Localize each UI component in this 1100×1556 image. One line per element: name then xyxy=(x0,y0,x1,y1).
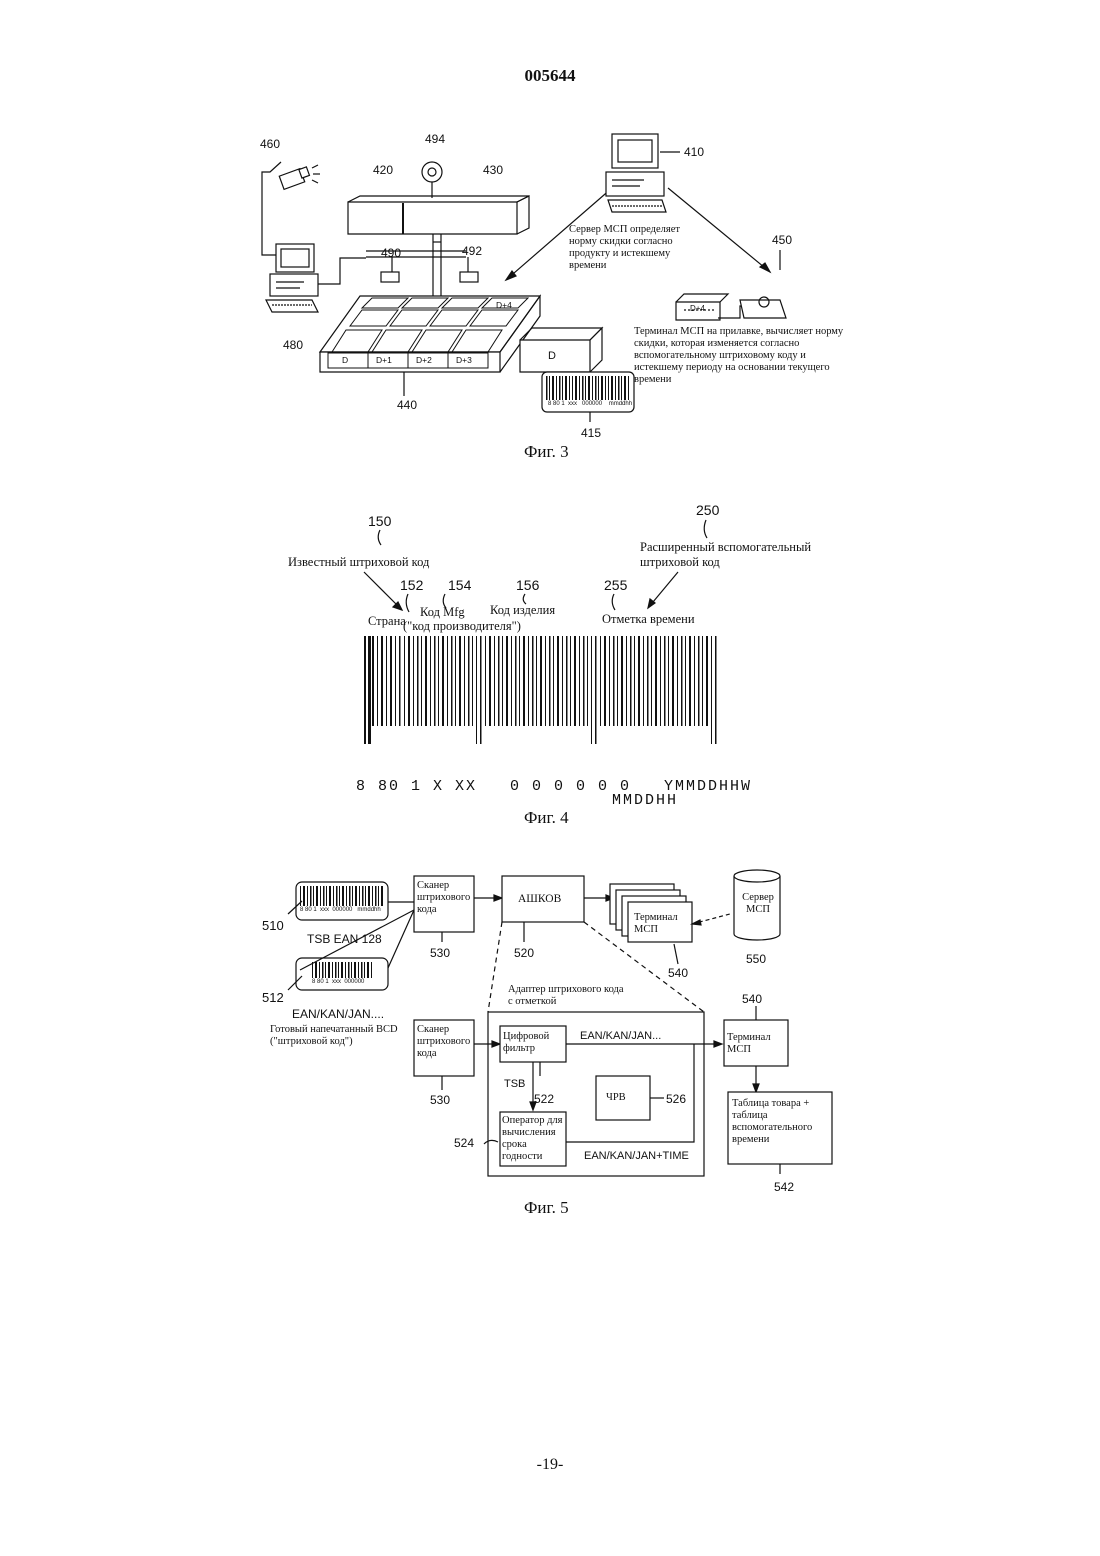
label-420: 420 xyxy=(373,163,393,177)
label-522: 522 xyxy=(534,1092,554,1106)
tsb-label: TSB xyxy=(504,1078,525,1090)
page-number: -19- xyxy=(0,1456,1100,1474)
tray-cell-d3: D+3 xyxy=(456,355,472,365)
barcode-415-text: 8 80 1 xxx 000000 mmddhh xyxy=(548,401,632,407)
ready-bcd-label-2: ("штриховой код") xyxy=(270,1036,353,1048)
tray-cell-d2: D+2 xyxy=(416,355,432,365)
label-540-right: 540 xyxy=(742,992,762,1006)
label-520: 520 xyxy=(514,946,534,960)
ready-bcd-label-1: Готовый напечатанный BCD xyxy=(270,1024,398,1036)
mfg-label-1: Код Mfg xyxy=(420,605,465,619)
label-540-top: 540 xyxy=(668,966,688,980)
extended-barcode-label-1: Расширенный вспомогательный xyxy=(640,540,811,554)
label-156: 156 xyxy=(516,577,539,593)
label-542: 542 xyxy=(774,1180,794,1194)
label-494: 494 xyxy=(425,132,445,146)
table-label: Таблица товара + таблица вспомогательног… xyxy=(732,1098,828,1146)
label-550: 550 xyxy=(746,952,766,966)
label-510: 510 xyxy=(262,918,284,933)
operator-label: Оператор для вычисления срока годности xyxy=(502,1115,564,1163)
scanner-top-label: Сканер штрихового кода xyxy=(417,880,473,916)
camera-icon xyxy=(262,162,320,255)
label-440: 440 xyxy=(397,398,417,412)
ashkov-label: АШКОВ xyxy=(518,893,561,905)
label-415: 415 xyxy=(581,426,601,440)
ean-time-label: EAN/KAN/JAN+TIME xyxy=(584,1150,689,1162)
server-410-icon xyxy=(606,134,680,212)
terminal-description: Терминал МСП на прилавке, вычисляет норм… xyxy=(634,326,844,386)
label-526: 526 xyxy=(666,1092,686,1106)
tray-cell-d: D xyxy=(342,355,348,365)
computer-480-icon xyxy=(266,244,318,312)
figure-3-caption: Фиг. 3 xyxy=(524,442,569,462)
label-250: 250 xyxy=(696,502,719,518)
label-492: 492 xyxy=(462,244,482,258)
label-480: 480 xyxy=(283,338,303,352)
mfg-label-2: ("код производителя") xyxy=(403,619,521,633)
adapter-label-1: Адаптер штрихового кода xyxy=(508,984,624,996)
tsb-ean-label: TSB EAN 128 xyxy=(307,932,382,946)
label-530-bottom: 530 xyxy=(430,1093,450,1107)
tray-cell-d4: D+4 xyxy=(496,300,512,310)
figure-4-caption: Фиг. 4 xyxy=(524,808,569,828)
document-number: 005644 xyxy=(0,66,1100,86)
box-label-d: D xyxy=(548,350,556,362)
timestamp-label: Отметка времени xyxy=(602,612,695,626)
label-524: 524 xyxy=(454,1136,474,1150)
server-mcp-label: Сервер МСП xyxy=(738,892,778,916)
server-description: Сервер МСП определяет норму скидки согла… xyxy=(569,224,709,272)
terminal-stack-label: Терминал МСП xyxy=(634,912,688,936)
label-410: 410 xyxy=(684,145,704,159)
extended-barcode-label-2: штриховой код xyxy=(640,555,720,569)
item-code-label: Код изделия xyxy=(490,603,555,617)
barcode-digits-line-2: MMDDHH xyxy=(612,792,678,809)
adapter-label-2: с отметкой xyxy=(508,996,556,1008)
label-450: 450 xyxy=(772,233,792,247)
label-152: 152 xyxy=(400,577,423,593)
terminal-right-label: Терминал МСП xyxy=(727,1032,785,1056)
rtc-label: ЧРВ xyxy=(606,1092,626,1104)
label-490: 490 xyxy=(381,246,401,260)
label-530-top: 530 xyxy=(430,946,450,960)
counter-label: D+4 xyxy=(690,304,705,313)
ean-out-label: EAN/KAN/JAN... xyxy=(580,1030,661,1042)
label-255: 255 xyxy=(604,577,627,593)
label-150: 150 xyxy=(368,513,391,529)
label-512: 512 xyxy=(262,990,284,1005)
barcode-510-text: 8 80 1 xxx 000000 mmddhh xyxy=(300,907,381,913)
label-430: 430 xyxy=(483,163,503,177)
ean-kan-jan-label: EAN/KAN/JAN.... xyxy=(292,1007,384,1021)
barcode-415 xyxy=(546,376,629,400)
scanner-bottom-label: Сканер штрихового кода xyxy=(417,1024,473,1060)
known-barcode-label: Известный штриховой код xyxy=(288,555,429,569)
label-460: 460 xyxy=(260,137,280,151)
digital-filter-label: Цифровой фильтр xyxy=(503,1031,563,1055)
barcode-digits-line-1: 8 80 1 X XX 0 0 0 0 0 0 YMMDDHHW xyxy=(356,778,752,795)
figure-5-caption: Фиг. 5 xyxy=(524,1198,569,1218)
tray-cell-d1: D+1 xyxy=(376,355,392,365)
country-label: Страна xyxy=(368,614,406,628)
barcode-512-text: 8 80 1 xxx 000000 xyxy=(312,979,364,985)
label-154: 154 xyxy=(448,577,471,593)
